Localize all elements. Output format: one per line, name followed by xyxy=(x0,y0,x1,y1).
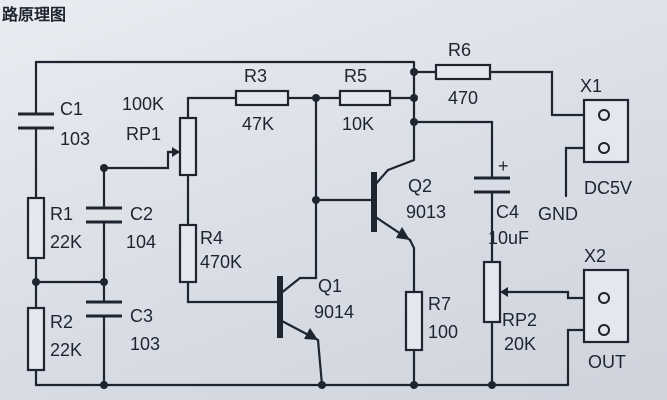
r3-ref: R3 xyxy=(244,66,267,86)
resistor-r4: R4 470K xyxy=(178,223,242,284)
junction-dot xyxy=(410,94,418,102)
junction-dot xyxy=(410,118,418,126)
junction-dot xyxy=(100,164,108,172)
resistor-r2: R2 22K xyxy=(26,306,82,372)
rp2-value: 20K xyxy=(504,334,536,354)
x2-ref: X2 xyxy=(584,246,606,266)
capacitor-c2: C2 104 xyxy=(86,204,156,252)
r7-ref: R7 xyxy=(428,294,451,314)
junction-dot xyxy=(488,381,496,389)
junction-dot xyxy=(312,196,320,204)
junctions xyxy=(32,68,496,389)
r2-value: 22K xyxy=(50,340,82,360)
r4-value: 470K xyxy=(200,252,242,272)
resistor-r6: R6 470 xyxy=(434,40,492,108)
connector-x1: X1 DC5V GND xyxy=(538,76,632,224)
q2-ref: Q2 xyxy=(408,176,432,196)
q2-value: 9013 xyxy=(406,202,446,222)
r5-ref: R5 xyxy=(344,66,367,86)
rp1-value: 100K xyxy=(122,94,164,114)
x2-label: OUT xyxy=(588,352,626,372)
junction-dot xyxy=(100,381,108,389)
resistor-r1: R1 22K xyxy=(26,196,82,260)
r7-value: 100 xyxy=(428,322,458,342)
c1-ref: C1 xyxy=(60,99,83,119)
r1-value: 22K xyxy=(50,232,82,252)
gnd-label: GND xyxy=(538,204,578,224)
resistor-r5: R5 10K xyxy=(338,66,392,134)
potentiometer-rp1: 100K RP1 xyxy=(122,94,198,177)
junction-dot xyxy=(410,381,418,389)
rp2-ref: RP2 xyxy=(502,310,537,330)
connector-x2: X2 OUT xyxy=(582,246,630,372)
q1-value: 9014 xyxy=(314,302,354,322)
resistor-r7: R7 100 xyxy=(404,290,458,352)
junction-dot xyxy=(318,381,326,389)
c1-value: 103 xyxy=(60,129,90,149)
r5-value: 10K xyxy=(342,114,374,134)
r4-ref: R4 xyxy=(200,228,223,248)
transistor-q2: Q2 9013 xyxy=(371,168,446,242)
capacitor-c1: C1 103 xyxy=(18,99,90,149)
c3-ref: C3 xyxy=(130,306,153,326)
c2-value: 104 xyxy=(126,232,156,252)
x1-ref: X1 xyxy=(580,76,602,96)
r2-ref: R2 xyxy=(50,312,73,332)
q1-ref: Q1 xyxy=(318,276,342,296)
r1-ref: R1 xyxy=(50,204,73,224)
potentiometer-rp2: RP2 20K xyxy=(482,260,537,354)
rp1-ref: RP1 xyxy=(126,124,161,144)
resistor-r3: R3 47K xyxy=(234,66,290,134)
r6-value: 470 xyxy=(448,88,478,108)
transistor-q1: Q1 9014 xyxy=(277,276,354,342)
c3-value: 103 xyxy=(130,334,160,354)
junction-dot xyxy=(32,278,40,286)
c4-ref: C4 xyxy=(496,202,519,222)
c4-polarity-mark: + xyxy=(498,156,509,176)
capacitor-c3: C3 103 xyxy=(86,300,160,354)
junction-dot xyxy=(312,94,320,102)
capacitor-c4: + C4 10uF xyxy=(474,156,529,248)
r6-ref: R6 xyxy=(448,40,471,60)
junction-dot xyxy=(410,68,418,76)
r3-value: 47K xyxy=(242,114,274,134)
x1-label: DC5V xyxy=(584,178,632,198)
diagram-title: 路原理图 xyxy=(2,5,66,24)
c4-value: 10uF xyxy=(488,228,529,248)
c2-ref: C2 xyxy=(130,204,153,224)
junction-dot xyxy=(100,278,108,286)
